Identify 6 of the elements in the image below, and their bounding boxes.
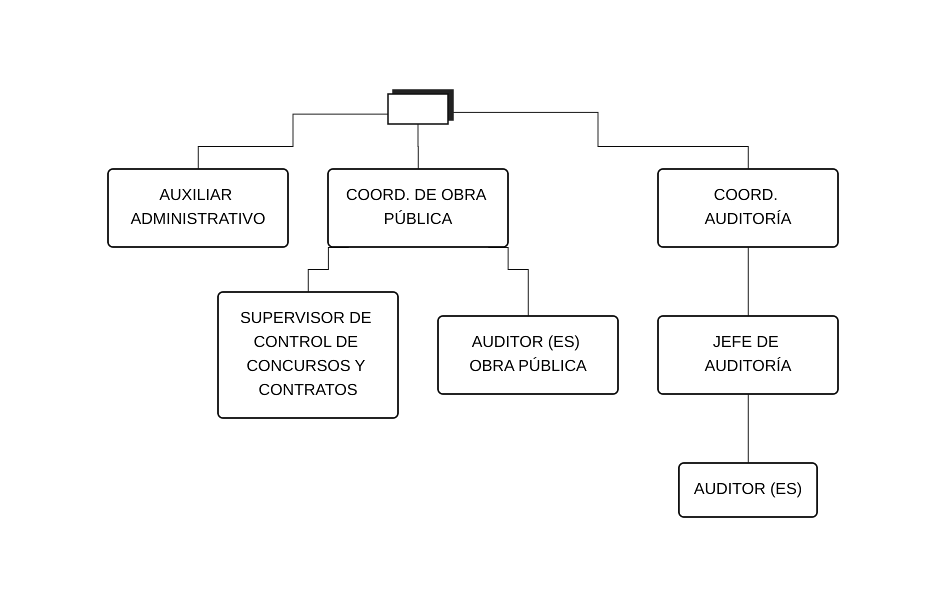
connector bbox=[448, 111, 749, 170]
connector bbox=[198, 113, 388, 170]
connector bbox=[748, 394, 749, 464]
connector bbox=[748, 246, 749, 316]
node-box bbox=[387, 92, 449, 124]
connector bbox=[418, 123, 419, 170]
